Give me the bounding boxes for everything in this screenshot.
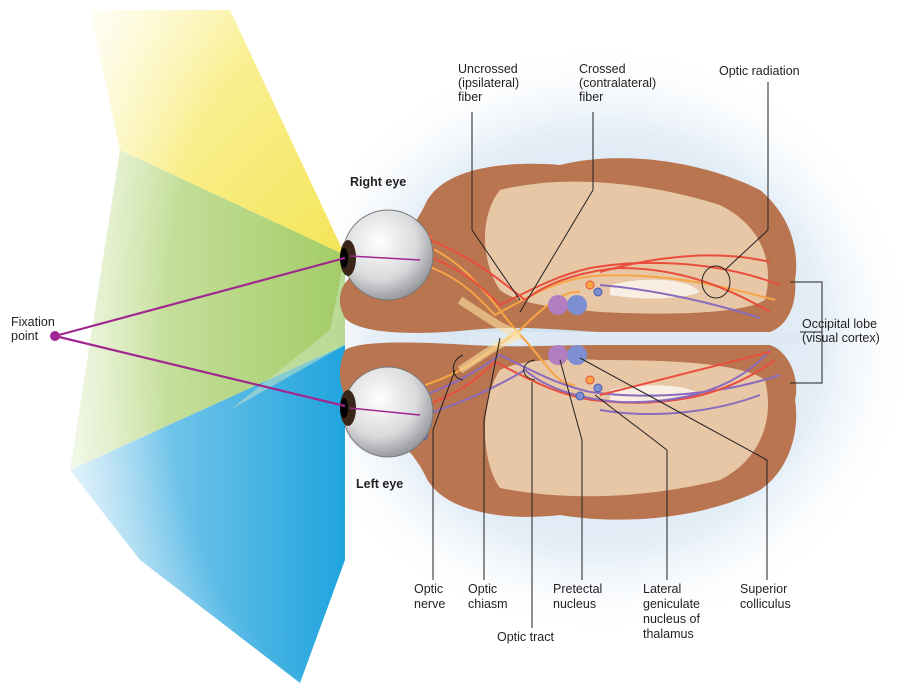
right-eye-label: Right eye (350, 175, 406, 189)
superior-colliculus-label: Superior colliculus (740, 582, 791, 611)
occipital-lobe-label: Occipital lobe (visual cortex) (802, 317, 881, 345)
left-eye-label: Left eye (356, 477, 403, 491)
visual-field (0, 0, 360, 683)
lateral-geniculate-left (567, 345, 587, 365)
pretectal-nucleus-left (548, 345, 568, 365)
optic-radiation-label: Optic radiation (719, 64, 800, 78)
fixation-point-dot (50, 331, 60, 341)
optic-tract-label: Optic tract (497, 630, 554, 644)
lateral-geniculate-right (567, 295, 587, 315)
optic-nerve-label: Optic nerve (414, 582, 447, 611)
pretectal-nucleus-right (548, 295, 568, 315)
